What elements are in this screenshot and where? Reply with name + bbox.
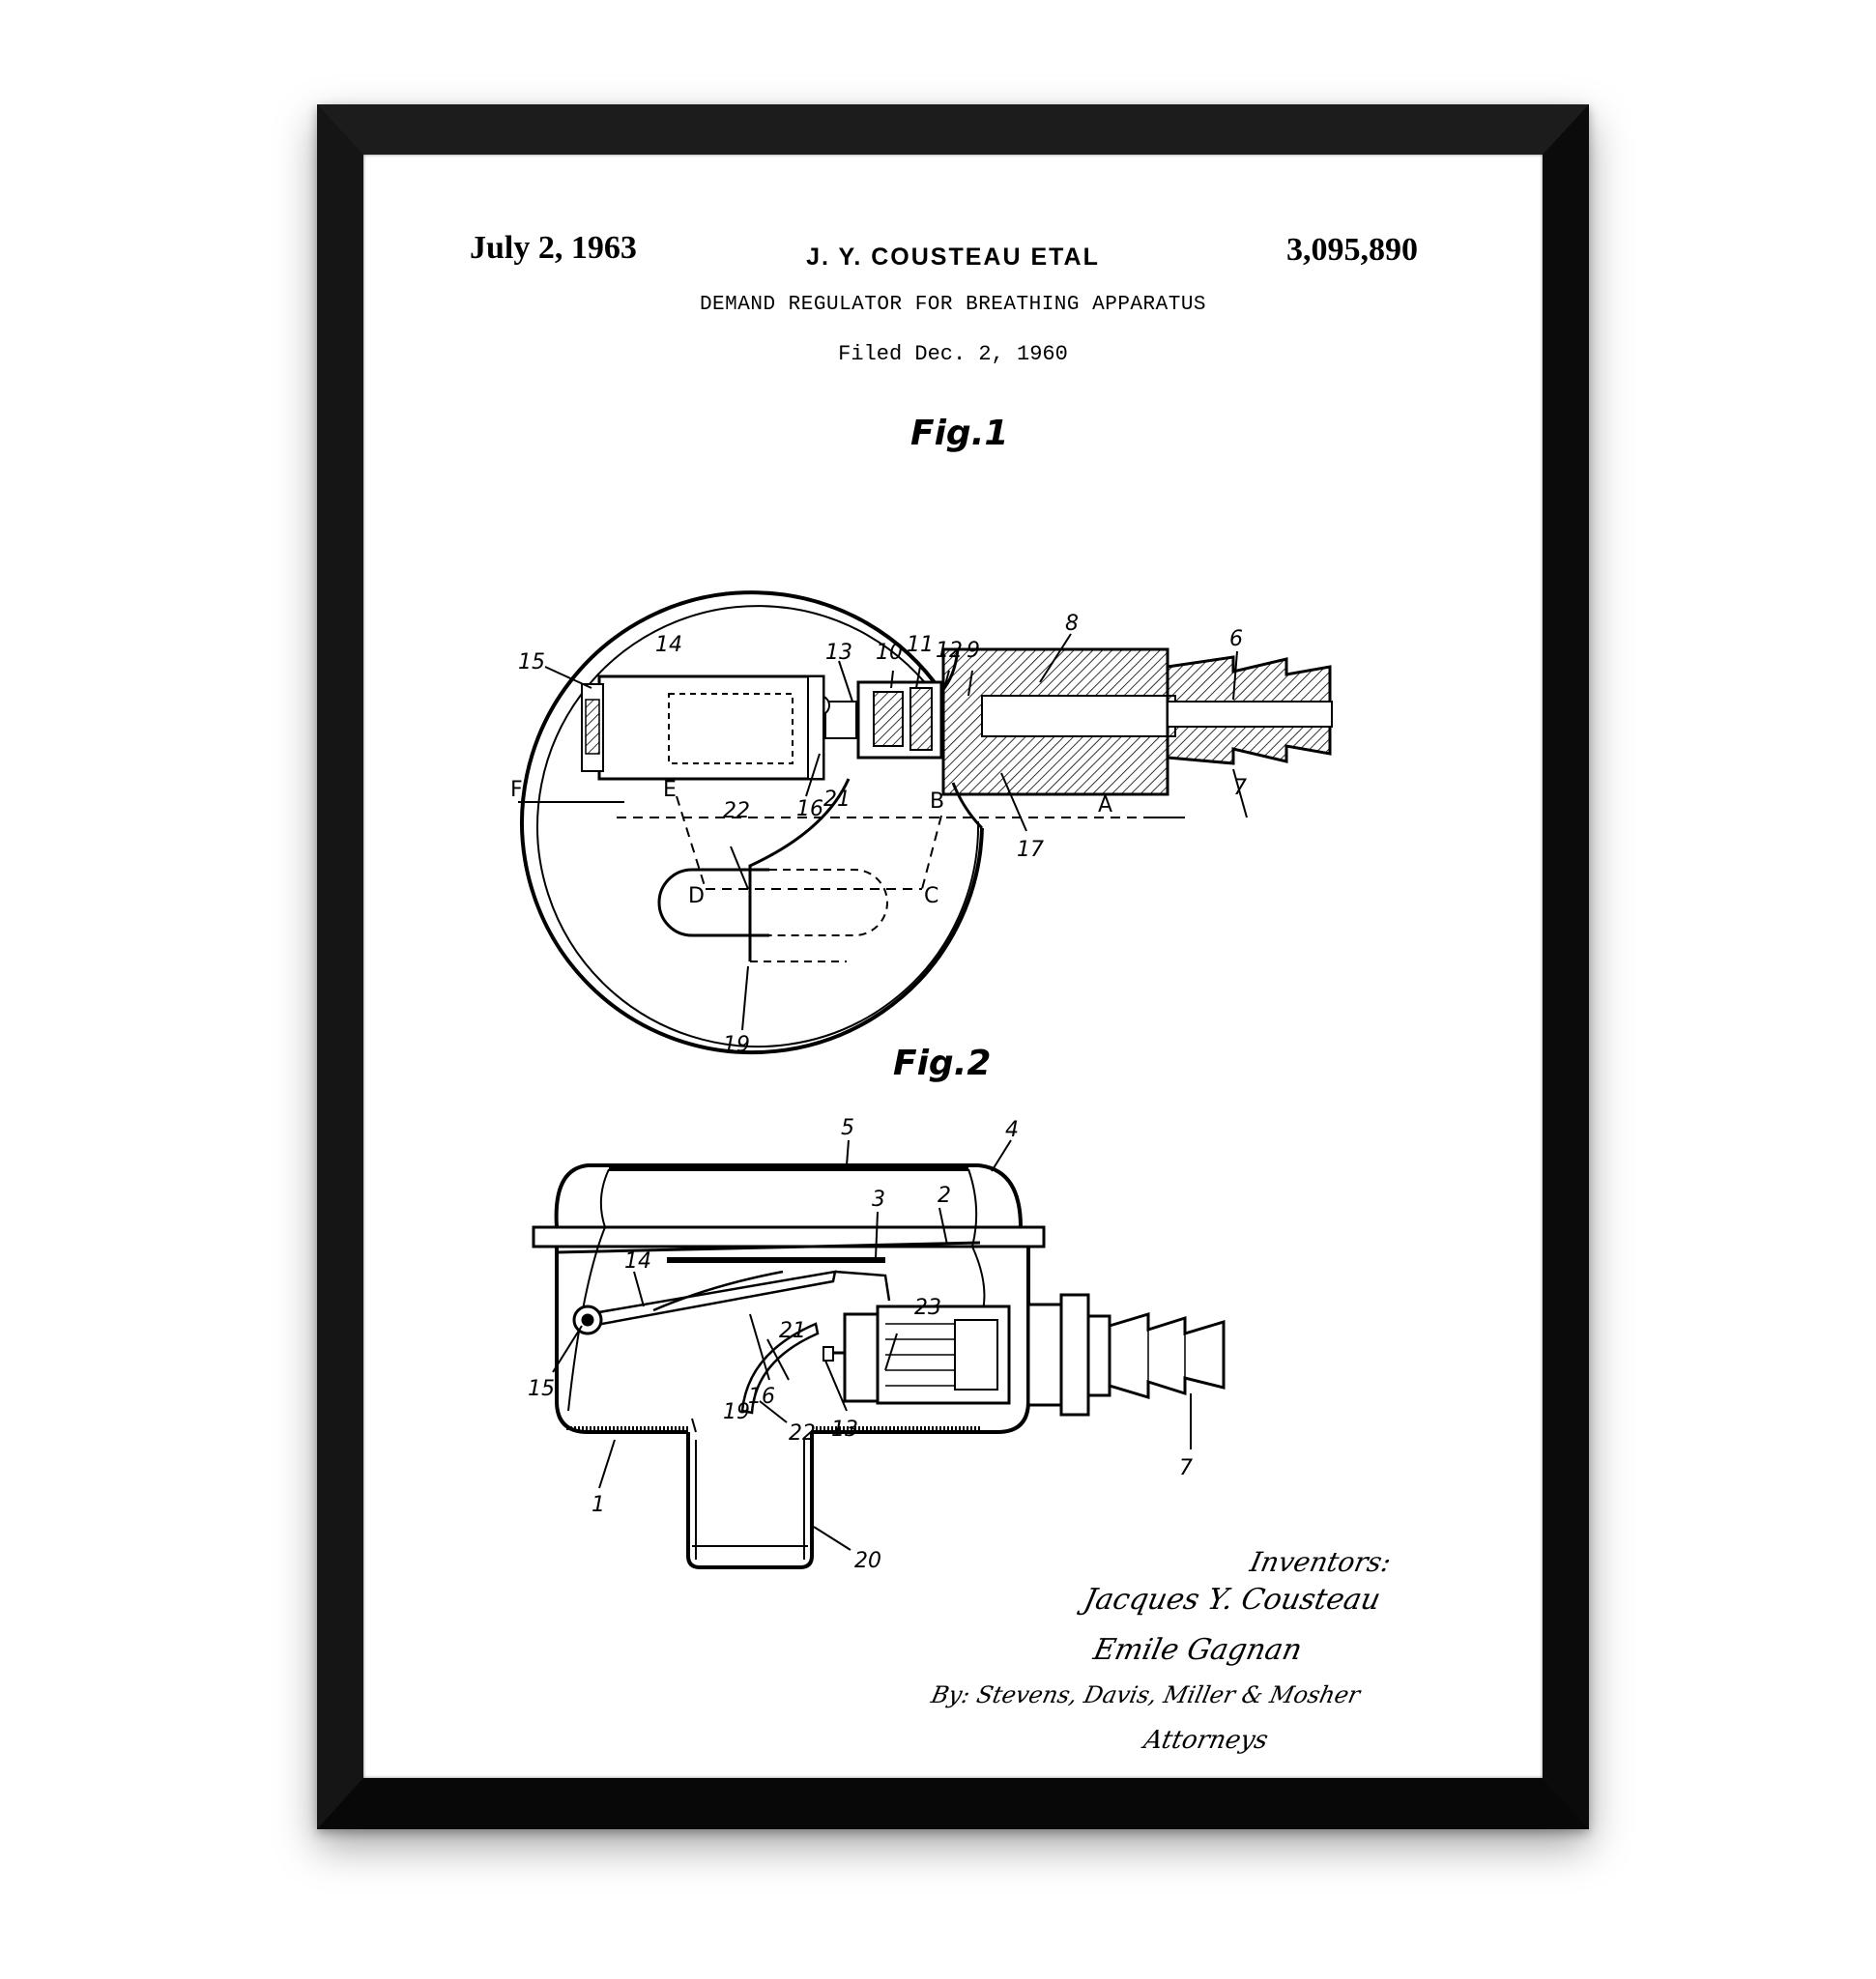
fig2-callout-15: 15 (528, 1377, 555, 1401)
inventor-signature-2: Emile Gagnan (1090, 1633, 1305, 1667)
patent-sheet: July 2, 1963 J. Y. COUSTEAU ETAL 3,095,8… (363, 155, 1543, 1778)
fig1-callout-9: 9 (967, 639, 980, 663)
fig1-callout-15: 15 (518, 650, 545, 674)
fig1-section-A: A (1098, 793, 1112, 817)
fig2-callout-22: 22 (789, 1421, 816, 1446)
attorneys-label: Attorneys (1141, 1726, 1271, 1755)
fig1-section-D: D (688, 884, 705, 908)
attorneys-signature: By: Stevens, Davis, Miller & Mosher (929, 1681, 1363, 1708)
inventors-label: Inventors: (1247, 1546, 1394, 1578)
fig1-callout-14: 14 (655, 633, 682, 657)
inventor-signature-1: Jacques Y. Cousteau (1081, 1583, 1383, 1617)
fig1-callout-19: 19 (723, 1033, 750, 1057)
fig1-callout-21: 21 (823, 788, 851, 812)
fig2-callout-3: 3 (872, 1188, 885, 1212)
fig1-section-F: F (510, 778, 523, 802)
fig2-callout-5: 5 (841, 1116, 854, 1140)
fig1-callout-11: 11 (907, 633, 934, 657)
fig2-callout-2: 2 (938, 1184, 951, 1208)
fig2-callout-13: 13 (831, 1418, 858, 1442)
fig1-callout-6: 6 (1229, 627, 1243, 651)
picture-frame: July 2, 1963 J. Y. COUSTEAU ETAL 3,095,8… (317, 104, 1589, 1829)
fig1-callout-13: 13 (825, 641, 852, 665)
fig1-section-B: B (930, 789, 944, 814)
patent-drawings: 14 15 13 10 11 12 9 8 6 7 16 17 21 22 19… (363, 155, 1543, 1778)
fig1-callout-8: 8 (1065, 612, 1079, 636)
fig2-callout-1: 1 (592, 1493, 605, 1517)
fig1-section-C: C (924, 884, 938, 908)
fig2-callout-14: 14 (624, 1249, 651, 1274)
fig2-callout-21: 21 (779, 1319, 806, 1343)
fig2-callout-16: 16 (748, 1385, 775, 1409)
fig2-callout-19: 19 (723, 1400, 750, 1424)
fig2-callout-7: 7 (1179, 1456, 1193, 1480)
fig1-callout-10: 10 (876, 641, 903, 665)
fig1-drawing (518, 592, 1332, 1052)
fig1-callout-7: 7 (1233, 776, 1247, 800)
fig1-section-E: E (663, 778, 677, 802)
fig2-callout-23: 23 (914, 1296, 941, 1320)
fig1-callout-12: 12 (936, 639, 963, 663)
fig1-callout-16: 16 (796, 797, 823, 821)
fig1-callout-17: 17 (1017, 838, 1044, 862)
fig1-callout-22: 22 (723, 799, 750, 823)
fig2-callout-4: 4 (1005, 1118, 1019, 1142)
fig2-callout-20: 20 (854, 1549, 881, 1573)
